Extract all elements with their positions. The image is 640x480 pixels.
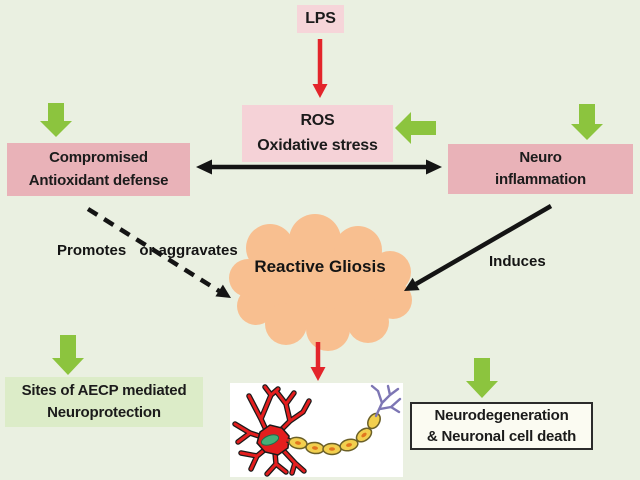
sites-label-line2: Neuroprotection (47, 404, 161, 421)
induces-arrow-icon (404, 204, 553, 291)
green-down-arrow-icon (52, 335, 84, 375)
promotes-edge-label: Promotes or aggravates (57, 241, 238, 261)
green-down-arrow-icon (40, 103, 72, 137)
myelin-nuclei (295, 432, 367, 451)
lps-node: LPS (297, 5, 344, 33)
neurodeg-label-line1: Neurodegeneration (434, 407, 569, 424)
sites-label-line1: Sites of AECP mediated (21, 381, 187, 399)
neuron-illustration (232, 384, 402, 477)
compromised-antioxidant-node: Compromised Antioxidant defense (7, 143, 190, 196)
neurodegeneration-node: Neurodegeneration & Neuronal cell death (410, 402, 593, 450)
red-down-arrow-icon (310, 342, 326, 381)
ros-oxidative-stress-node: ROS Oxidative stress (242, 105, 393, 162)
red-down-arrow-icon (312, 39, 328, 98)
gliosis-cloud (229, 214, 412, 351)
induces-edge-label: Induces (489, 252, 546, 272)
myelin-sheath (288, 412, 381, 456)
neuron-image-panel (230, 383, 403, 477)
neuro-inflammation-node: Neuro inflammation (448, 144, 633, 194)
ros-label-line1: ROS (300, 111, 335, 129)
neuron-nucleus (260, 434, 280, 446)
promotes-label-line2: or aggravates (139, 242, 238, 259)
induces-label-text: Induces (489, 253, 546, 270)
compromised-label-line2: Antioxidant defense (28, 171, 169, 189)
compromised-label-line1: Compromised (49, 149, 148, 166)
lps-label: LPS (305, 10, 336, 27)
gliosis-label-line1: Reactive (254, 257, 325, 276)
dendrites (233, 385, 311, 476)
neurodeg-label-line2: & Neuronal cell death (426, 428, 577, 445)
axon-terminal (370, 384, 402, 418)
ros-label-line2: Oxidative stress (257, 136, 378, 154)
neuro-label-line1: Neuro (519, 148, 562, 166)
green-down-arrow-icon (571, 104, 603, 140)
gliosis-node-label: Reactive Gliosis (250, 254, 390, 280)
gliosis-label-line2: Gliosis (328, 257, 386, 276)
green-down-arrow-icon (466, 358, 498, 398)
neuro-label-line2: inflammation (495, 171, 586, 188)
green-left-arrow-icon (395, 112, 436, 144)
aecp-neuroprotection-node: Sites of AECP mediated Neuroprotection (5, 377, 203, 427)
promotes-label-line1: Promotes (57, 242, 127, 259)
